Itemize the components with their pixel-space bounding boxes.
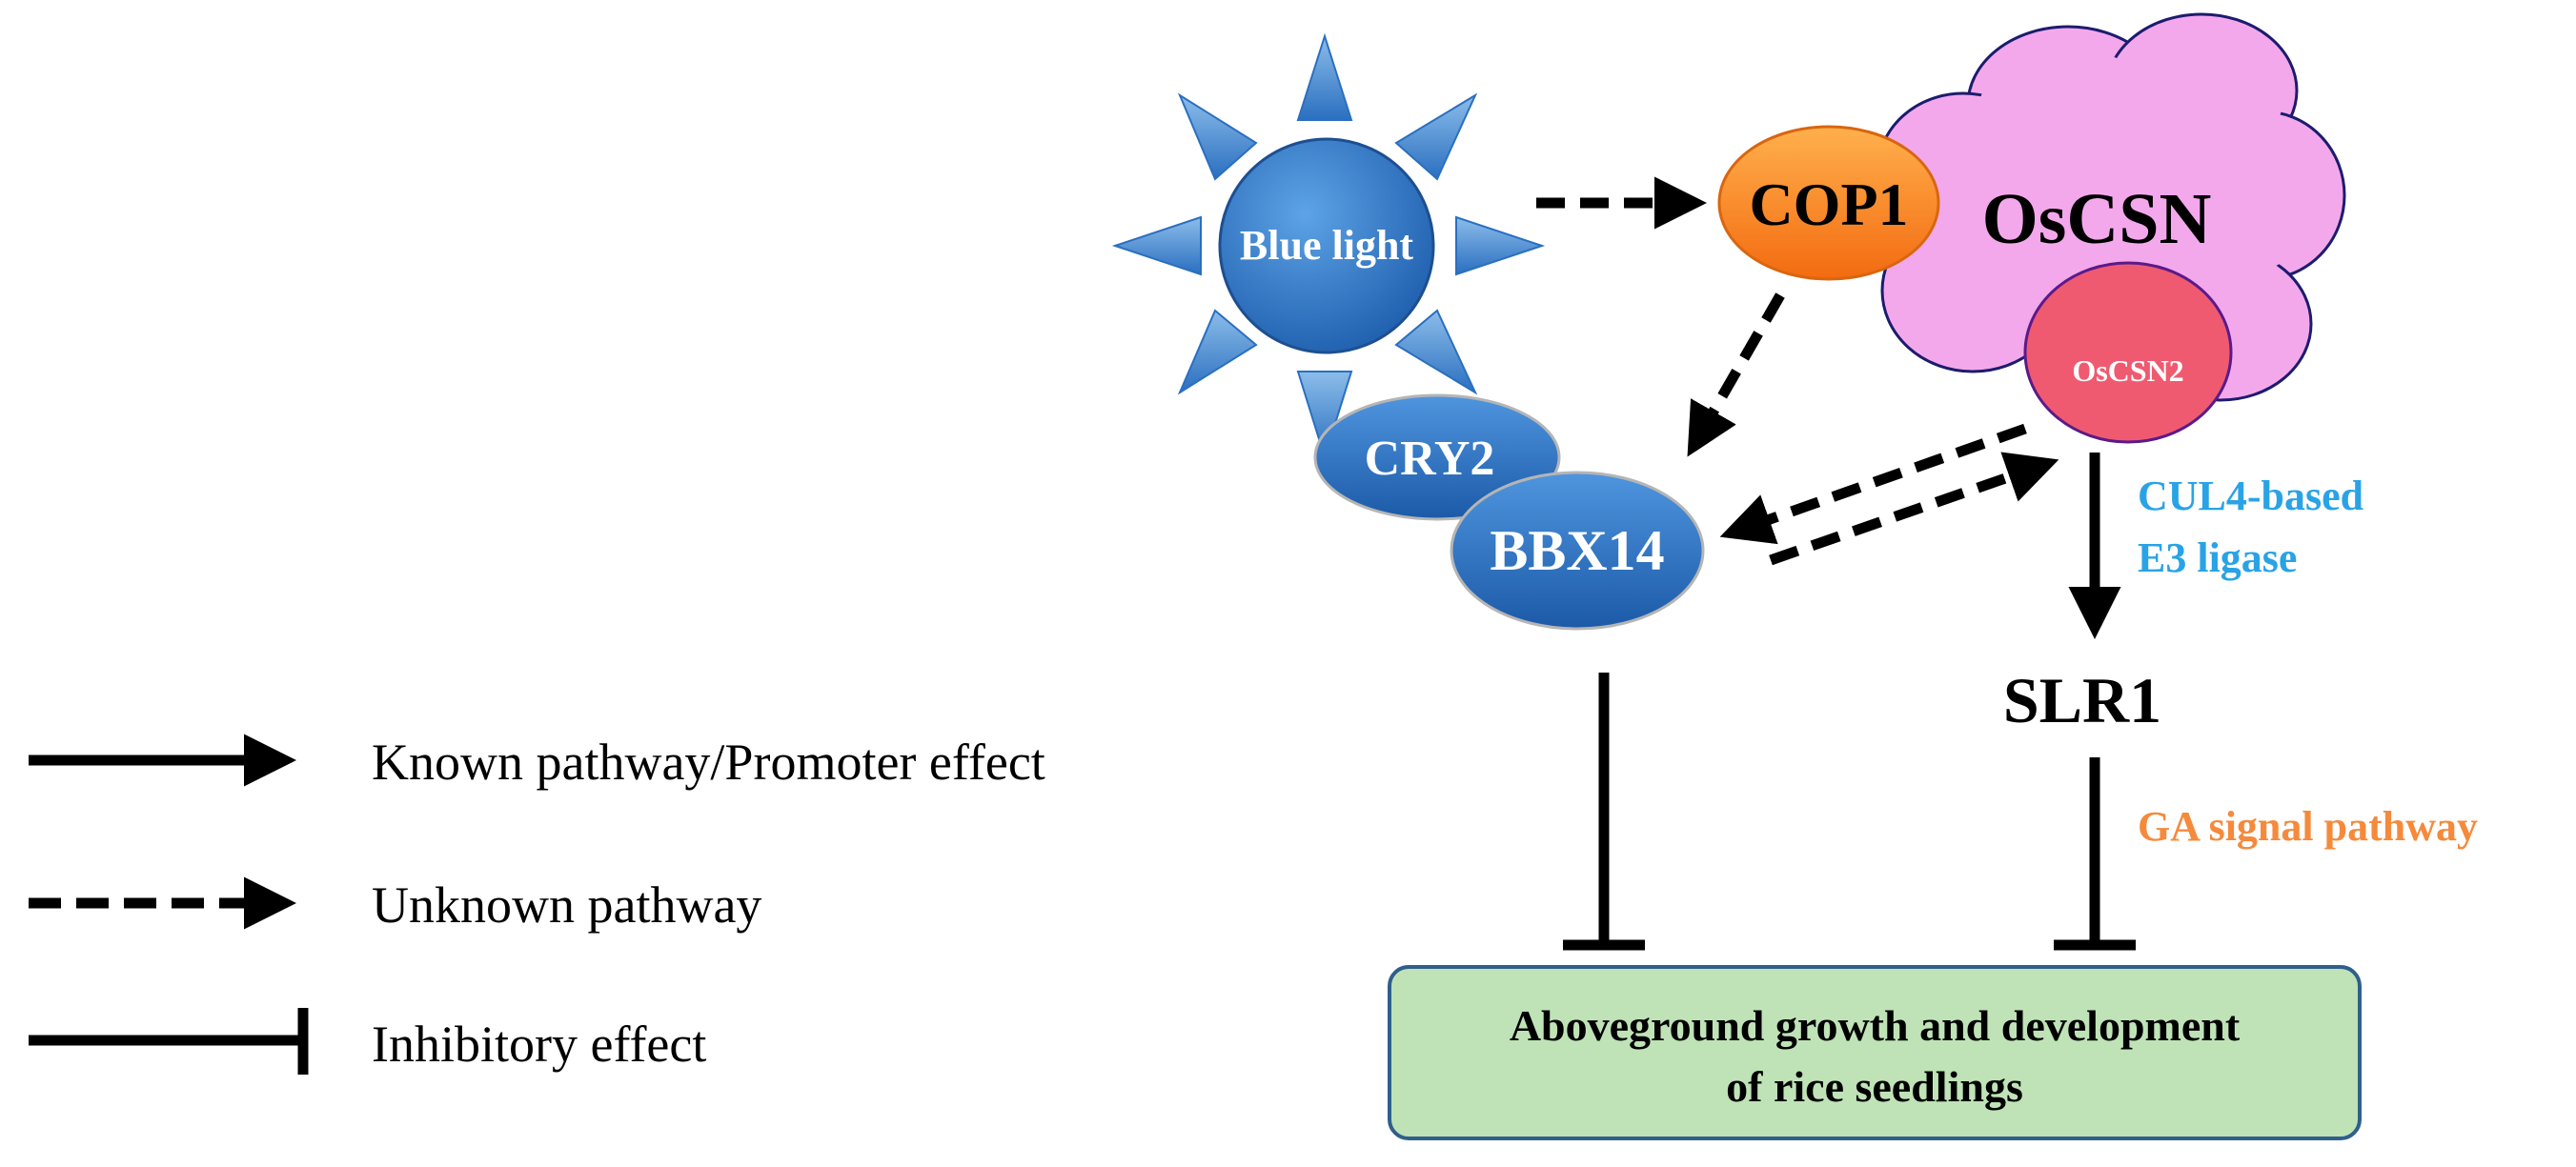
blue-light-sun: Blue light — [1111, 32, 1546, 461]
arrow-bbx14-to-oscsn — [1769, 452, 2059, 566]
oscsn-label: OsCSN — [1982, 179, 2212, 259]
arrow-cop1-to-bbx14 — [1687, 292, 1785, 457]
cry2-label: CRY2 — [1365, 432, 1495, 486]
sun-disc — [1218, 137, 1435, 354]
cul4-annotation-line2: E3 ligase — [2138, 534, 2297, 581]
legend-inhibitory-label: Inhibitory effect — [372, 1016, 706, 1073]
cul4-annotation-line1: CUL4-based — [2138, 473, 2363, 519]
outcome-line1: Aboveground growth and development — [1510, 1001, 2241, 1050]
bbx14-label: BBX14 — [1490, 519, 1664, 582]
outcome-line2: of rice seedlings — [1726, 1062, 2023, 1111]
sun-ray-right — [1455, 215, 1546, 276]
oscsn-complex: OsCSN OsCSN2 — [1876, 12, 2346, 444]
sun-ray-bottom-left — [1177, 309, 1258, 395]
cop1-ellipse — [1717, 125, 1940, 281]
arrow-oscsn-to-bbx14 — [1719, 423, 2027, 545]
sun-ray-bottom — [1296, 371, 1353, 461]
sun-ray-bottom-right — [1394, 309, 1478, 395]
legend-inhibitory: Inhibitory effect — [29, 1008, 706, 1075]
sun-ray-left — [1111, 215, 1202, 276]
legend-unknown: Unknown pathway — [29, 876, 761, 934]
bbx14-ellipse — [1450, 471, 1705, 631]
oscsn2-subunit — [2023, 261, 2233, 444]
legend-unknown-label: Unknown pathway — [372, 876, 761, 934]
slr1-label: SLR1 — [2003, 664, 2161, 736]
cry2-node: CRY2 — [1313, 393, 1561, 521]
sun-ray-top — [1296, 32, 1353, 121]
outcome-rect — [1388, 965, 2362, 1140]
oscsn2-label: OsCSN2 — [2072, 353, 2183, 388]
cop1-node: COP1 — [1717, 125, 1940, 281]
legend-known: Known pathway/Promoter effect — [29, 734, 1045, 791]
sun-rays — [1111, 32, 1546, 461]
cry2-ellipse — [1313, 393, 1561, 521]
sun-ray-top-left — [1177, 92, 1258, 181]
cop1-label: COP1 — [1749, 171, 1908, 238]
bbx14-node: BBX14 — [1450, 471, 1705, 631]
outcome-box: Aboveground growth and development of ri… — [1388, 965, 2362, 1140]
pathway-arrows — [1536, 176, 2136, 951]
legend: Known pathway/Promoter effect Unknown pa… — [29, 734, 1045, 1075]
legend-known-label: Known pathway/Promoter effect — [372, 734, 1045, 791]
sun-ray-top-right — [1394, 92, 1478, 181]
ga-pathway-annotation: GA signal pathway — [2138, 803, 2478, 850]
blue-light-label: Blue light — [1240, 222, 1413, 269]
